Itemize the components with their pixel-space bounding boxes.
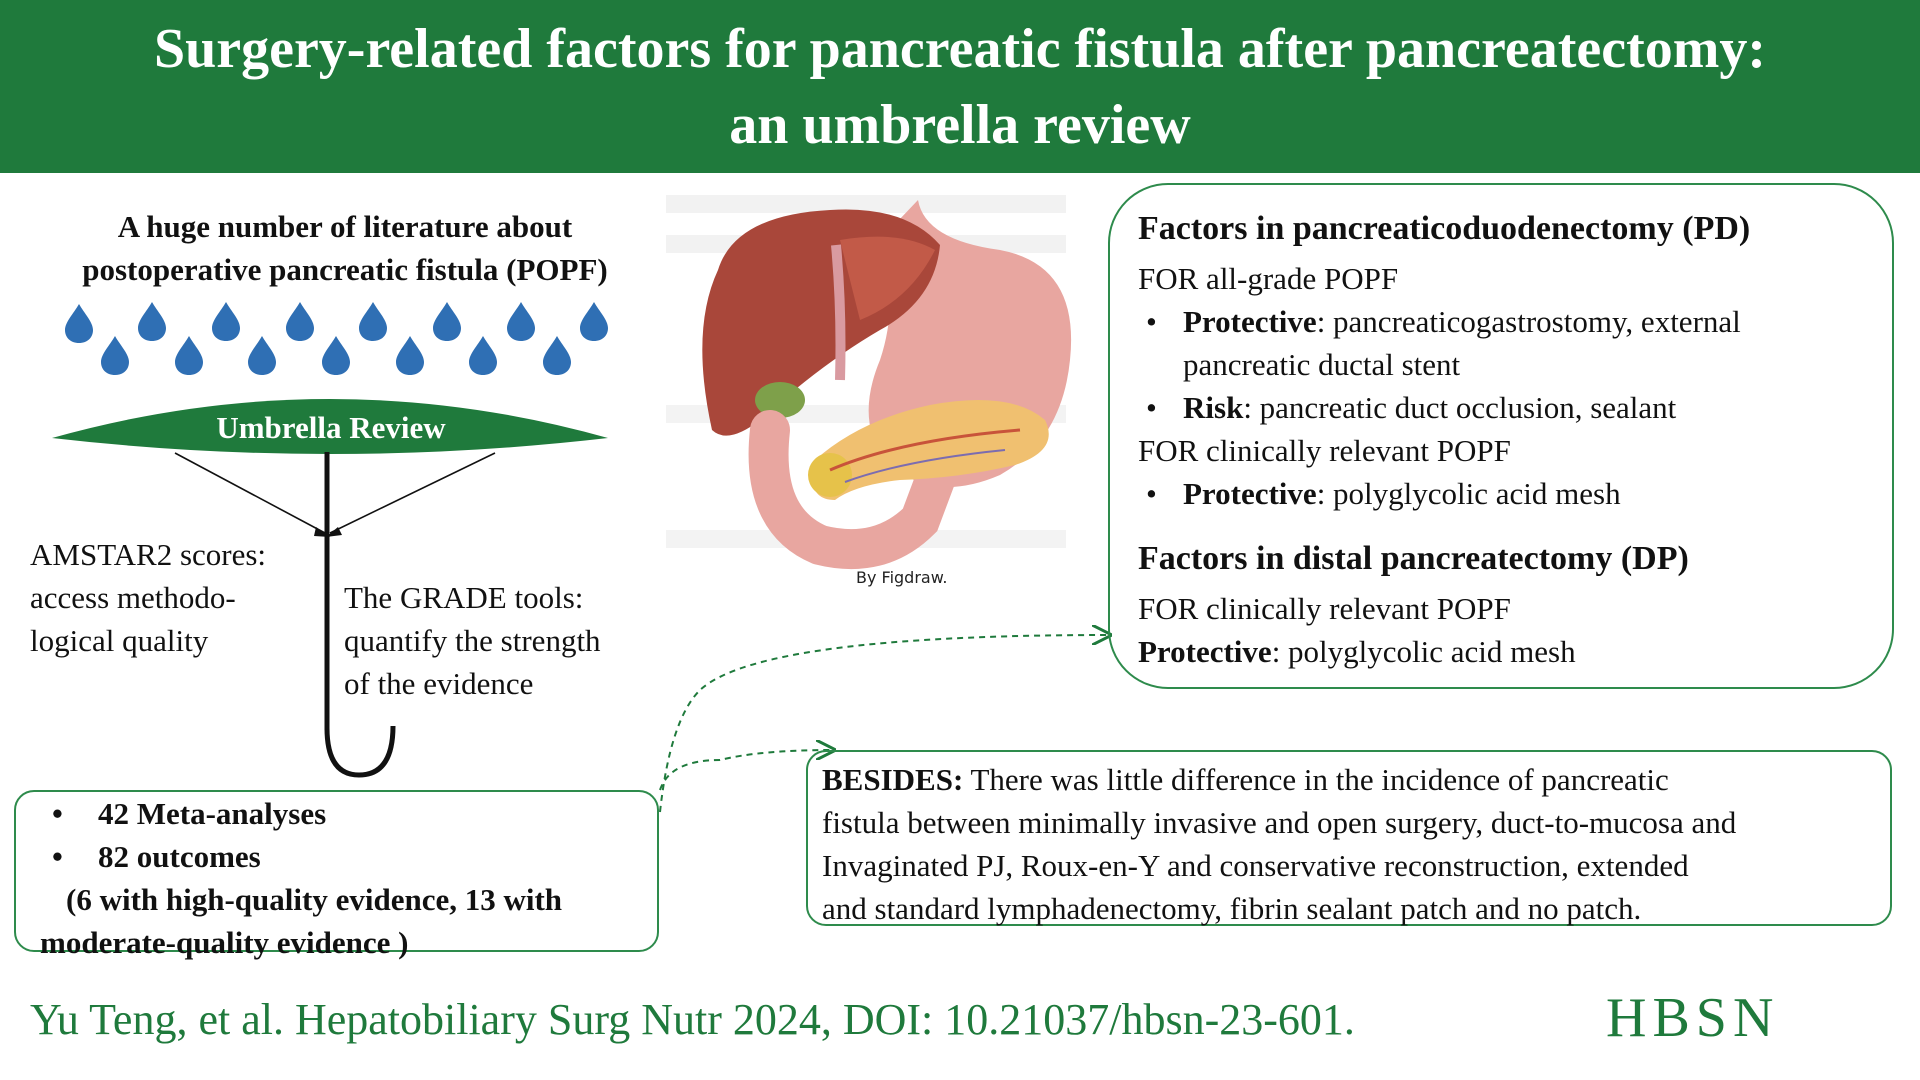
list-item: • 82 outcomes	[52, 839, 261, 874]
water-drop-icon	[138, 302, 166, 341]
besides-box: BESIDES: There was little difference in …	[806, 750, 1892, 926]
water-drop-icon	[543, 336, 571, 375]
water-drop-icon	[433, 302, 461, 341]
water-drop-icon	[248, 336, 276, 375]
connector-to-pd-box	[659, 635, 1108, 813]
water-drop-icon	[286, 302, 314, 341]
water-drop-icon	[359, 302, 387, 341]
header-banner: Surgery-related factors for pancreatic f…	[0, 0, 1920, 173]
connector-to-besides-box	[659, 750, 832, 791]
meta-analysis-box: • 42 Meta-analyses • 82 outcomes (6 with…	[14, 790, 659, 960]
liver-pancreas-illustration	[702, 200, 1072, 570]
pd-heading: Factors in pancreaticoduodenectomy (PD)	[1138, 210, 1751, 247]
water-drops	[65, 302, 608, 375]
dp-clinically-relevant: FOR clinically relevant POPF	[1138, 591, 1511, 626]
title-line-2: an umbrella review	[729, 93, 1191, 156]
water-drop-icon	[507, 302, 535, 341]
pd-factors-box: Factors in pancreaticoduodenectomy (PD) …	[1108, 183, 1894, 689]
dp-heading: Factors in distal pancreatectomy (DP)	[1138, 540, 1689, 577]
citation: Yu Teng, et al. Hepatobiliary Surg Nutr …	[30, 995, 1355, 1044]
evidence-note-line1: (6 with high-quality evidence, 13 with	[66, 882, 563, 917]
list-item: • Risk: pancreatic duct occlusion, seala…	[1146, 390, 1677, 425]
water-drop-icon	[396, 336, 424, 375]
pd-clinically-relevant: FOR clinically relevant POPF	[1138, 433, 1511, 468]
title-line-1: Surgery-related factors for pancreatic f…	[153, 17, 1767, 80]
list-item: • 42 Meta-analyses	[52, 796, 327, 831]
evidence-note-line2: moderate-quality evidence )	[40, 925, 409, 960]
water-drop-icon	[212, 302, 240, 341]
illustration-credit: By Figdraw.	[856, 568, 948, 587]
umbrella-label: Umbrella Review	[216, 410, 446, 445]
water-drop-icon	[175, 336, 203, 375]
journal-logo: HBSN	[1606, 987, 1780, 1049]
pd-all-grade: FOR all-grade POPF	[1138, 261, 1399, 296]
literature-heading: A huge number of literature about postop…	[82, 209, 608, 287]
umbrella-icon	[52, 399, 608, 778]
water-drop-icon	[322, 336, 350, 375]
water-drop-icon	[101, 336, 129, 375]
grade-text: The GRADE tools: quantify the strength o…	[344, 580, 601, 701]
water-drop-icon	[65, 304, 93, 343]
list-item: • Protective: polyglycolic acid mesh	[1146, 476, 1621, 511]
water-drop-icon	[580, 302, 608, 341]
dp-protective: Protective: polyglycolic acid mesh	[1138, 634, 1576, 669]
list-item: • Protective: pancreaticogastrostomy, ex…	[1146, 304, 1741, 382]
water-drop-icon	[469, 336, 497, 375]
besides-label: BESIDES:	[822, 762, 964, 797]
amstar-text: AMSTAR2 scores: access methodo- logical …	[30, 537, 267, 658]
